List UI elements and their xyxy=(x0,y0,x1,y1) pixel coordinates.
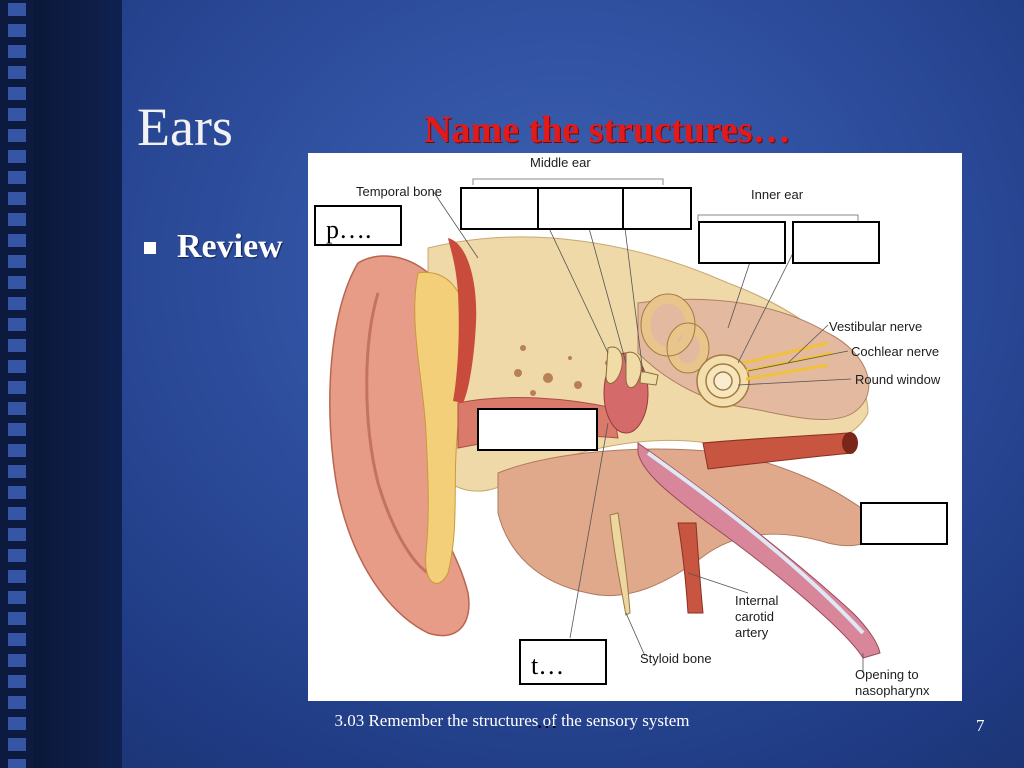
film-strip-decoration xyxy=(0,0,122,768)
slide-footer: 3.03 Remember the structures of the sens… xyxy=(334,711,690,730)
label-internal-carotid-line2: carotid xyxy=(735,609,775,624)
film-strip-holes xyxy=(8,0,26,768)
bullet-text: Review xyxy=(177,228,283,265)
answer-box-malleus xyxy=(460,187,540,230)
label-internal-carotid-line1: Internal xyxy=(735,593,779,608)
label-middle-ear: Middle ear xyxy=(530,155,591,170)
answer-box-stapes xyxy=(622,187,692,230)
label-styloid-bone: Styloid bone xyxy=(640,651,712,666)
label-opening-line1: Opening to xyxy=(855,667,919,682)
temporal-muscle-shape xyxy=(448,238,477,403)
styloid-bone-shape xyxy=(609,512,631,616)
answer-overflow-dots: … xyxy=(536,708,558,733)
label-cochlear-nerve: Cochlear nerve xyxy=(851,344,940,359)
answer-box-semicircular-canals xyxy=(698,221,786,264)
ossicles xyxy=(605,346,659,388)
semicircular-canals xyxy=(641,294,709,373)
square-bullet-icon xyxy=(144,242,156,254)
page-number: 7 xyxy=(976,716,985,735)
eustachian-tube-lining xyxy=(646,451,865,635)
answer-box-eustachian-tube xyxy=(860,502,948,545)
answer-box-tympanic: t… xyxy=(519,639,607,685)
answer-box-incus xyxy=(537,187,624,230)
slide-heading: Name the structures… xyxy=(424,109,791,151)
label-round-window: Round window xyxy=(855,372,941,387)
slide-title: Ears xyxy=(137,97,233,157)
label-vestibular-nerve: Vestibular nerve xyxy=(829,319,923,334)
label-opening-line2: nasopharynx xyxy=(855,683,930,698)
label-inner-ear: Inner ear xyxy=(751,187,804,202)
answer-box-cochlea xyxy=(792,221,880,264)
answer-box-pinna: p…. xyxy=(314,205,402,246)
bullet-item: Review xyxy=(144,228,283,266)
lower-tissue-shape xyxy=(497,448,877,597)
region-brackets xyxy=(472,178,859,221)
semicircular-canals-outline xyxy=(640,293,710,374)
pinna-inner-fold xyxy=(365,292,429,575)
descending-artery-shape xyxy=(677,522,704,614)
label-temporal-bone: Temporal bone xyxy=(356,184,442,199)
label-internal-carotid-line3: artery xyxy=(735,625,769,640)
answer-box-auditory-canal xyxy=(477,408,598,451)
artery-opening xyxy=(842,432,858,454)
cochlea xyxy=(696,354,750,408)
film-strip-panel xyxy=(34,0,122,768)
